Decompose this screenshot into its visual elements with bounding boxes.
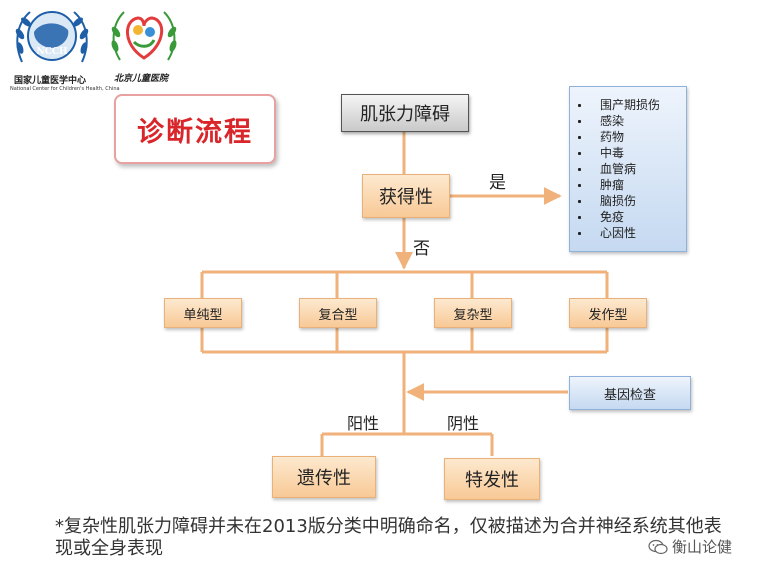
watermark-text: 衡山论健 xyxy=(672,538,733,556)
ncch-logo: NCCH xyxy=(12,4,92,72)
causes-list: 围产期损伤感染药物中毒血管病肿瘤脑损伤免疫心因性 xyxy=(574,97,660,241)
node-type-combined: 复合型 xyxy=(299,298,377,328)
node-dystonia: 肌张力障碍 xyxy=(341,94,469,132)
ncch-logo-subtitle: National Center for Children's Health, C… xyxy=(10,86,120,92)
edge-label-no: 否 xyxy=(413,239,430,259)
cause-item: 药物 xyxy=(574,129,660,145)
node-type-isolated: 单纯型 xyxy=(164,298,242,328)
node-genetic-test: 基因检查 xyxy=(569,376,691,410)
cause-item: 血管病 xyxy=(574,161,660,177)
slide-title: 诊断流程 xyxy=(137,116,253,148)
node-acquired-causes: 围产期损伤感染药物中毒血管病肿瘤脑损伤免疫心因性 xyxy=(569,86,687,252)
node-type-complex: 复杂型 xyxy=(434,298,512,328)
cause-item: 感染 xyxy=(574,113,660,129)
node-idiopathic: 特发性 xyxy=(444,458,540,500)
node-hereditary: 遗传性 xyxy=(272,456,376,498)
cause-item: 脑损伤 xyxy=(574,193,660,209)
cause-item: 免疫 xyxy=(574,209,660,225)
edge-label-positive: 阳性 xyxy=(347,414,380,433)
node-acquired: 获得性 xyxy=(362,174,450,218)
wechat-icon xyxy=(648,539,668,555)
cause-item: 心因性 xyxy=(574,225,660,241)
ncch-logo-caption: 国家儿童医学中心 xyxy=(14,76,87,86)
svg-text:NCCH: NCCH xyxy=(36,47,68,57)
watermark: 衡山论健 xyxy=(648,536,732,557)
edge-label-yes: 是 xyxy=(489,173,506,193)
cause-item: 中毒 xyxy=(574,145,660,161)
footnote: *复杂性肌张力障碍并未在2013版分类中明确命名，仅被描述为合并神经系统其他表现… xyxy=(55,516,722,559)
node-type-paroxysmal: 发作型 xyxy=(569,298,647,328)
cause-item: 肿瘤 xyxy=(574,177,660,193)
title-box: 诊断流程 xyxy=(114,94,276,164)
bch-logo-caption: 北京儿童医院 xyxy=(114,74,169,84)
cause-item: 围产期损伤 xyxy=(574,97,660,113)
edge-label-negative: 阴性 xyxy=(447,414,480,433)
bch-logo xyxy=(108,4,180,70)
